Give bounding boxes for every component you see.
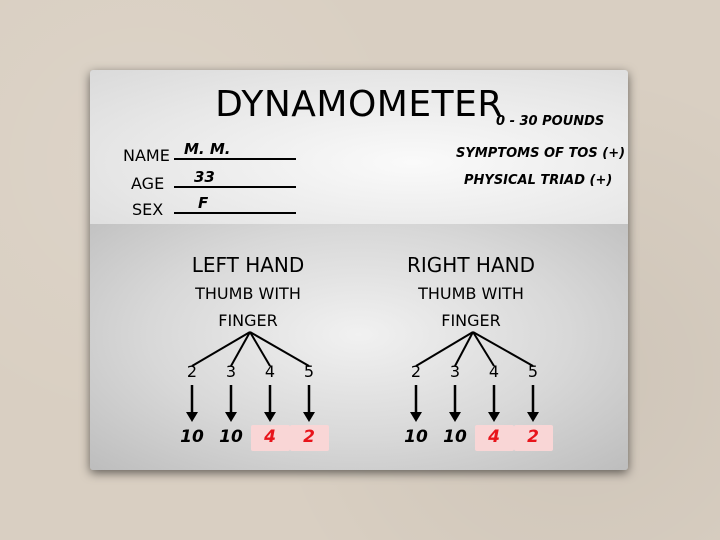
finger-number: 4: [488, 362, 500, 381]
grip-value: 10: [219, 427, 243, 447]
arrow-down-icon: [449, 412, 461, 422]
branch-line: [230, 331, 251, 367]
arrow-down-icon: [303, 412, 315, 422]
grip-value: 10: [180, 427, 204, 447]
age-line: [174, 186, 296, 188]
grip-value: 2: [527, 427, 539, 447]
abnormal-highlight: [514, 425, 553, 451]
sex-line: [174, 212, 296, 214]
grip-value: 10: [443, 427, 467, 447]
symptoms-note: SYMPTOMS OF TOS (+): [456, 146, 626, 161]
finger-number: 2: [410, 362, 422, 381]
abnormal-highlight: [290, 425, 329, 451]
finger-number: 3: [449, 362, 461, 381]
arrow-down-icon: [488, 412, 500, 422]
range-label: 0 - 30 POUNDS: [496, 114, 605, 129]
age-label: AGE: [131, 174, 165, 193]
arrow-down-icon: [225, 412, 237, 422]
name-value: M. M.: [184, 140, 231, 158]
grip-value: 4: [488, 427, 500, 447]
finger-number: 2: [186, 362, 198, 381]
branch-line: [249, 331, 271, 367]
abnormal-highlight: [251, 425, 290, 451]
age-value: 33: [194, 168, 215, 186]
arrow-down-icon: [264, 412, 276, 422]
header-band: [90, 70, 628, 224]
name-line: [174, 158, 296, 160]
arrow-down-icon: [186, 412, 198, 422]
triad-note: PHYSICAL TRIAD (+): [464, 173, 613, 188]
branch-line: [249, 331, 310, 367]
grip-value: 4: [264, 427, 276, 447]
grip-value: 2: [303, 427, 315, 447]
left-hand-line1: THUMB WITH: [195, 284, 301, 303]
branch-line: [472, 331, 534, 367]
finger-tree-diagram: [186, 331, 539, 422]
abnormal-highlight: [475, 425, 514, 451]
dynamometer-plate: DYNAMOMETER 0 - 30 POUNDS NAME M. M. AGE…: [90, 70, 628, 470]
branch-line: [454, 331, 474, 367]
right-hand-title: RIGHT HAND: [407, 253, 535, 277]
finger-number: 5: [527, 362, 539, 381]
right-hand-line2: FINGER: [441, 311, 501, 330]
finger-number: 5: [303, 362, 315, 381]
sex-value: F: [198, 194, 209, 212]
page-title: DYNAMOMETER: [215, 84, 503, 125]
finger-number: 4: [264, 362, 276, 381]
branch-line: [472, 331, 495, 367]
arrow-down-icon: [527, 412, 539, 422]
name-label: NAME: [123, 146, 170, 165]
right-hand-line1: THUMB WITH: [418, 284, 524, 303]
left-hand-title: LEFT HAND: [191, 253, 305, 277]
branch-line: [191, 331, 251, 367]
finger-number: 3: [225, 362, 237, 381]
arrow-down-icon: [410, 412, 422, 422]
branch-line: [415, 331, 474, 367]
grip-value: 10: [404, 427, 428, 447]
sex-label: SEX: [132, 200, 164, 219]
left-hand-line2: FINGER: [218, 311, 278, 330]
